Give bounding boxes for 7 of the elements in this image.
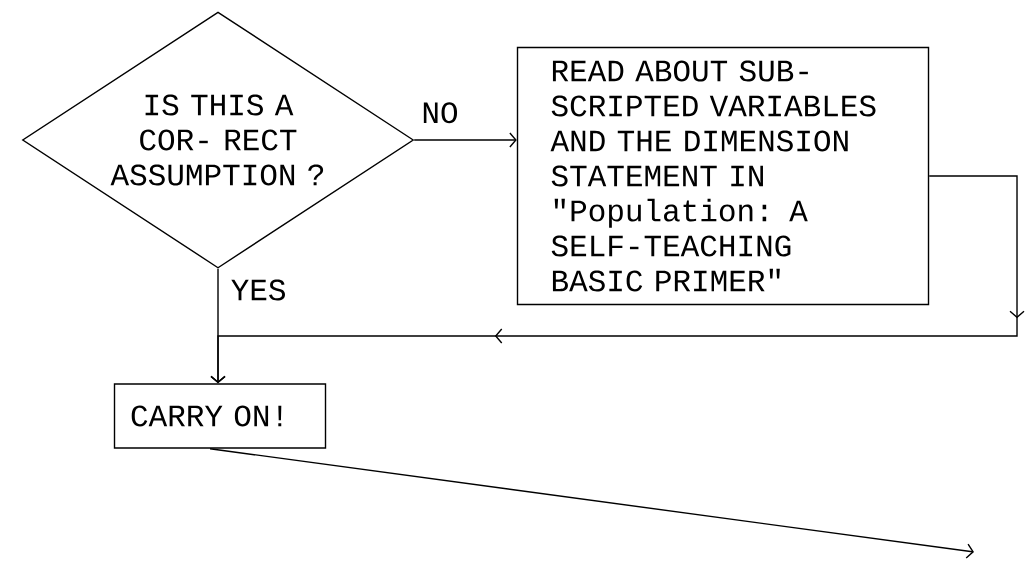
arrow (210, 175, 1025, 384)
arrow (413, 132, 517, 148)
edge-label: YES (228, 277, 289, 303)
edge-label: NO (419, 100, 461, 126)
arrow (209, 448, 974, 559)
process-box: CARRY ON! (113, 383, 327, 449)
process-box: READ ABOUT SUB- SCRIPTED VARIABLES AND THE DIMENSION STATEMENT IN "Population: A SELF-TEACHING BASIC PRIMER" (516, 46, 930, 306)
